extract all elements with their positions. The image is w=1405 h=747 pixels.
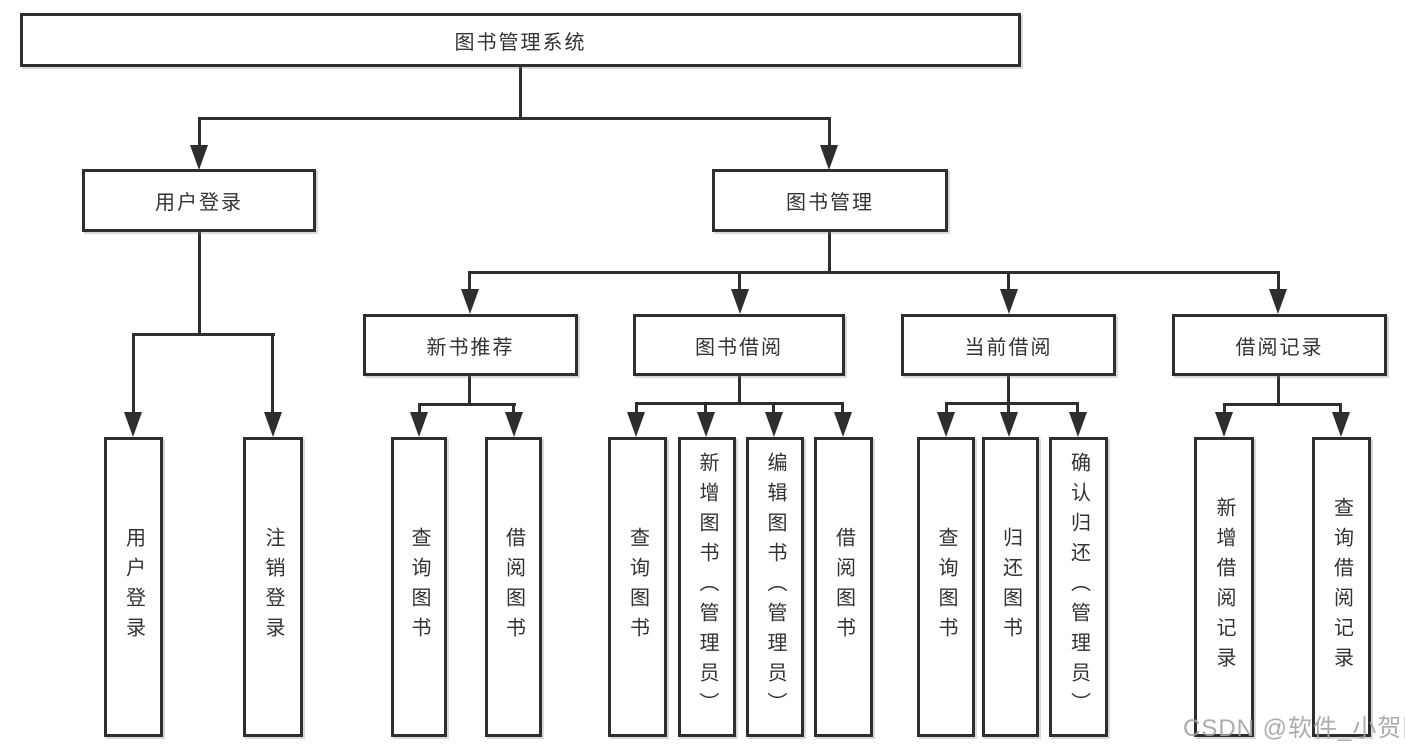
connector-root-trunk [519, 66, 522, 118]
node-root-label: 图书管理系统 [454, 31, 587, 54]
leaf-cb-confirm-return-label: 确认归还（管理员） [1067, 452, 1090, 722]
leaf-cb-return-book: 归还图书 [982, 437, 1039, 737]
connector-current-borrow-split [945, 402, 1079, 405]
connector-drop [1076, 404, 1079, 414]
arrow-down-icon [834, 412, 852, 437]
connector-borrow-records-split [1223, 403, 1342, 406]
node-book-borrow: 图书借阅 [633, 314, 845, 376]
arrow-down-icon [1215, 412, 1233, 437]
node-current-borrow-label: 当前借阅 [964, 336, 1053, 359]
leaf-user-login: 用户登录 [104, 437, 163, 737]
connector-drop-borrow-records [1277, 273, 1280, 291]
connector-drop-book-borrow [738, 273, 741, 291]
arrow-down-icon [1069, 412, 1087, 437]
connector-drop [1007, 404, 1010, 414]
leaf-cb-return-book-label: 归还图书 [999, 527, 1022, 647]
node-current-borrow: 当前借阅 [901, 314, 1116, 376]
connector-current-borrow-trunk [1007, 375, 1010, 404]
node-user-login-label: 用户登录 [155, 192, 243, 214]
connector-level2-horizontal [468, 271, 1280, 274]
leaf-bb-edit-book: 编辑图书（管理员） [746, 437, 804, 737]
connector-drop [704, 404, 707, 414]
leaf-logout: 注销登录 [243, 437, 303, 737]
connector-drop-book-mgmt [828, 119, 831, 147]
node-book-borrow-label: 图书借阅 [695, 336, 783, 359]
leaf-cb-query-book: 查询图书 [917, 437, 975, 737]
leaf-br-query-record-label: 查询借阅记录 [1330, 497, 1353, 677]
node-borrow-records: 借阅记录 [1172, 314, 1387, 376]
connector-drop-current-borrow [1007, 273, 1010, 291]
connector-drop [1223, 405, 1226, 414]
leaf-bb-edit-book-label: 编辑图书（管理员） [764, 452, 786, 722]
connector-user-login-trunk [198, 231, 201, 336]
connector-drop [512, 405, 515, 414]
connector-drop [418, 405, 421, 414]
arrow-down-icon [461, 289, 479, 314]
connector-drop [945, 404, 948, 414]
leaf-rec-query-book: 查询图书 [391, 437, 447, 737]
leaf-bb-borrow-book-label: 借阅图书 [832, 527, 855, 647]
leaf-logout-label: 注销登录 [262, 527, 284, 647]
leaf-bb-add-book-label: 新增图书（管理员） [696, 452, 718, 722]
connector-new-book-rec-split [418, 403, 516, 406]
node-new-book-rec-label: 新书推荐 [426, 336, 515, 359]
connector-new-book-rec-trunk [468, 375, 471, 406]
arrow-down-icon [627, 412, 645, 437]
connector-drop-leaf-user-login [132, 335, 135, 413]
connector-drop [635, 404, 638, 414]
connector-drop [1339, 405, 1342, 414]
arrow-down-icon [1269, 289, 1287, 314]
arrow-down-icon [820, 145, 838, 170]
leaf-cb-confirm-return: 确认归还（管理员） [1049, 437, 1108, 737]
leaf-rec-borrow-book-label: 借阅图书 [502, 527, 525, 647]
leaf-br-query-record: 查询借阅记录 [1312, 437, 1371, 737]
leaf-rec-borrow-book: 借阅图书 [485, 437, 542, 737]
node-borrow-records-label: 借阅记录 [1235, 336, 1324, 359]
connector-book-borrow-split [635, 402, 844, 405]
connector-level1-horizontal [198, 117, 831, 120]
connector-book-borrow-trunk [738, 375, 741, 404]
arrow-down-icon [1000, 412, 1018, 437]
leaf-bb-query-book-label: 查询图书 [626, 527, 649, 647]
node-book-mgmt: 图书管理 [712, 169, 948, 232]
node-new-book-rec: 新书推荐 [363, 314, 578, 376]
connector-drop-leaf-logout [271, 335, 274, 413]
connector-drop [841, 404, 844, 414]
node-root: 图书管理系统 [20, 13, 1021, 67]
connector-drop [772, 404, 775, 414]
arrow-down-icon [410, 412, 428, 437]
arrow-down-icon [190, 145, 208, 170]
leaf-bb-borrow-book: 借阅图书 [814, 437, 873, 737]
arrow-down-icon [1000, 289, 1018, 314]
leaf-br-add-record-label: 新增借阅记录 [1213, 497, 1235, 677]
arrow-down-icon [765, 412, 783, 437]
leaf-bb-query-book: 查询图书 [608, 437, 667, 737]
arrow-down-icon [697, 412, 715, 437]
connector-user-login-split [132, 333, 275, 336]
node-user-login: 用户登录 [82, 169, 316, 232]
leaf-user-login-label: 用户登录 [122, 527, 145, 647]
watermark: CSDN @软件_小贺同学 [1183, 715, 1405, 742]
leaf-rec-query-book-label: 查询图书 [408, 527, 430, 647]
arrow-down-icon [264, 412, 282, 437]
arrow-down-icon [731, 289, 749, 314]
connector-borrow-records-trunk [1277, 375, 1280, 406]
connector-book-mgmt-trunk [828, 231, 831, 273]
arrow-down-icon [505, 412, 523, 437]
leaf-br-add-record: 新增借阅记录 [1194, 437, 1254, 737]
connector-drop-new-book-rec [468, 273, 471, 291]
leaf-bb-add-book: 新增图书（管理员） [678, 437, 736, 737]
arrow-down-icon [1332, 412, 1350, 437]
leaf-cb-query-book-label: 查询图书 [935, 527, 957, 647]
node-book-mgmt-label: 图书管理 [786, 192, 874, 214]
arrow-down-icon [937, 412, 955, 437]
connector-drop-user-login [198, 119, 201, 147]
arrow-down-icon [124, 412, 142, 437]
